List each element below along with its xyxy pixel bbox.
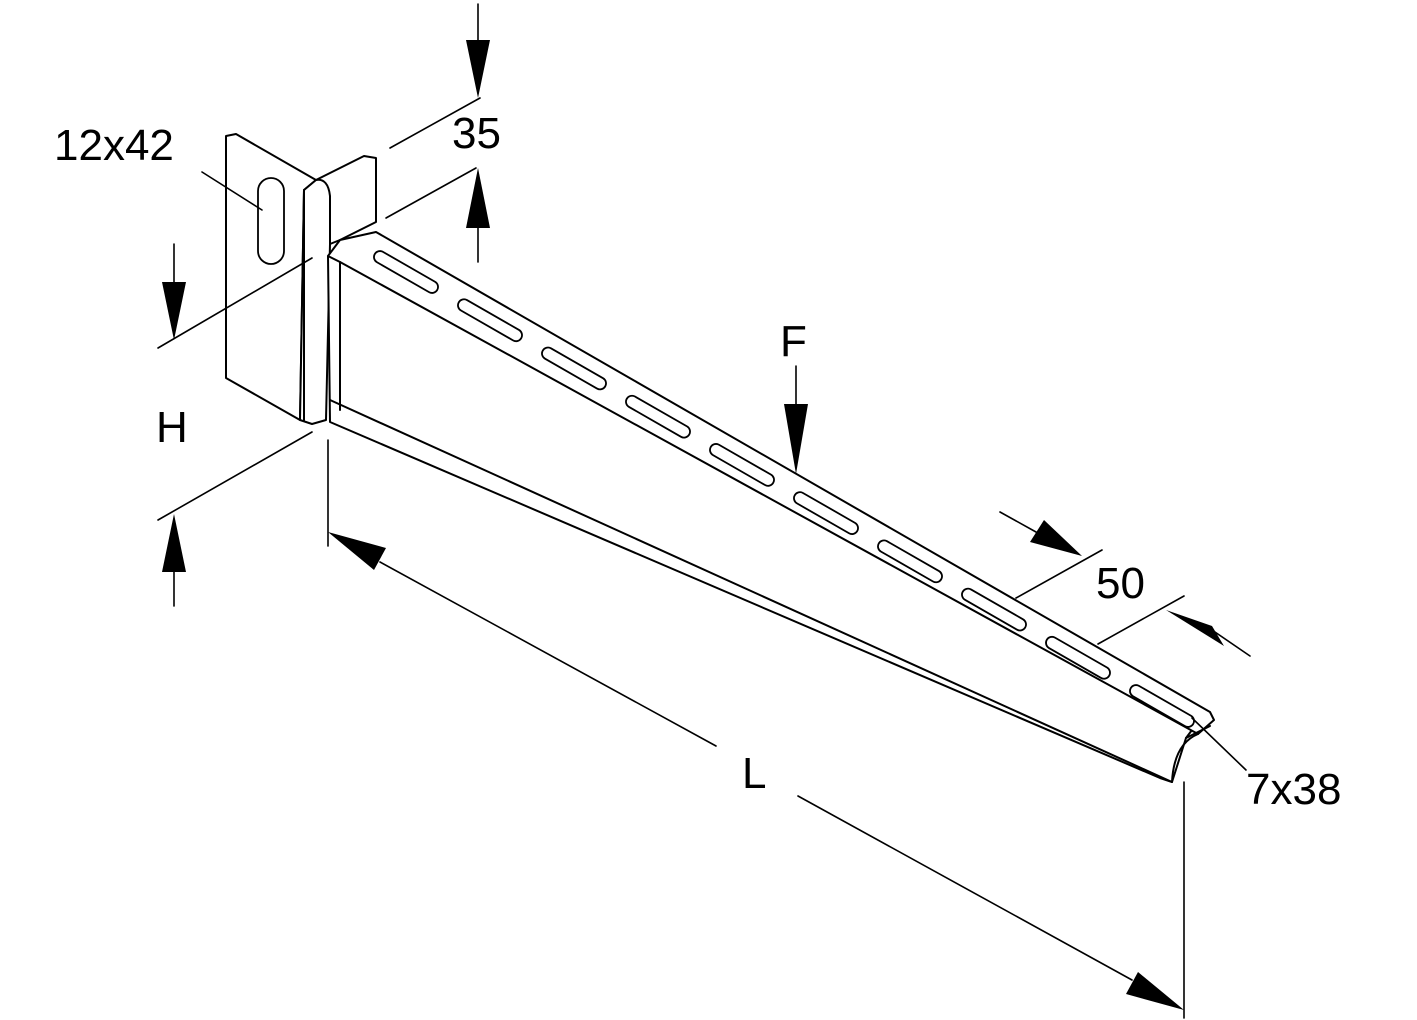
label-h: H (156, 403, 188, 452)
mounting-slot (257, 177, 285, 265)
arm-slot (1129, 684, 1195, 728)
label-7x38: 7x38 (1246, 765, 1341, 814)
label-35: 35 (452, 109, 501, 158)
arm-slot (1045, 635, 1111, 680)
arm-slot (877, 539, 943, 584)
dim-35: 35 (385, 3, 501, 263)
dim-l: L (327, 439, 1185, 1019)
label-50: 50 (1096, 559, 1145, 608)
label-f: F (780, 317, 807, 366)
arm-slot (541, 346, 607, 391)
arm-slot (709, 443, 775, 487)
dim-50: 50 (999, 511, 1251, 657)
dim-h: H (156, 243, 313, 607)
arm-slots (373, 250, 1195, 728)
wall-plate (225, 133, 377, 425)
arm-slot (373, 250, 439, 294)
label-12x42: 12x42 (54, 121, 174, 170)
dim-12x42: 12x42 (54, 121, 263, 211)
dim-7x38: 7x38 (1191, 717, 1341, 814)
arm-slot (793, 491, 859, 535)
arm-slot (457, 298, 523, 343)
arm-slot (625, 394, 691, 439)
arm-slot (961, 587, 1027, 632)
label-l: L (742, 749, 766, 798)
load-arrow: F (780, 317, 808, 474)
cantilever-arm (327, 231, 1215, 783)
